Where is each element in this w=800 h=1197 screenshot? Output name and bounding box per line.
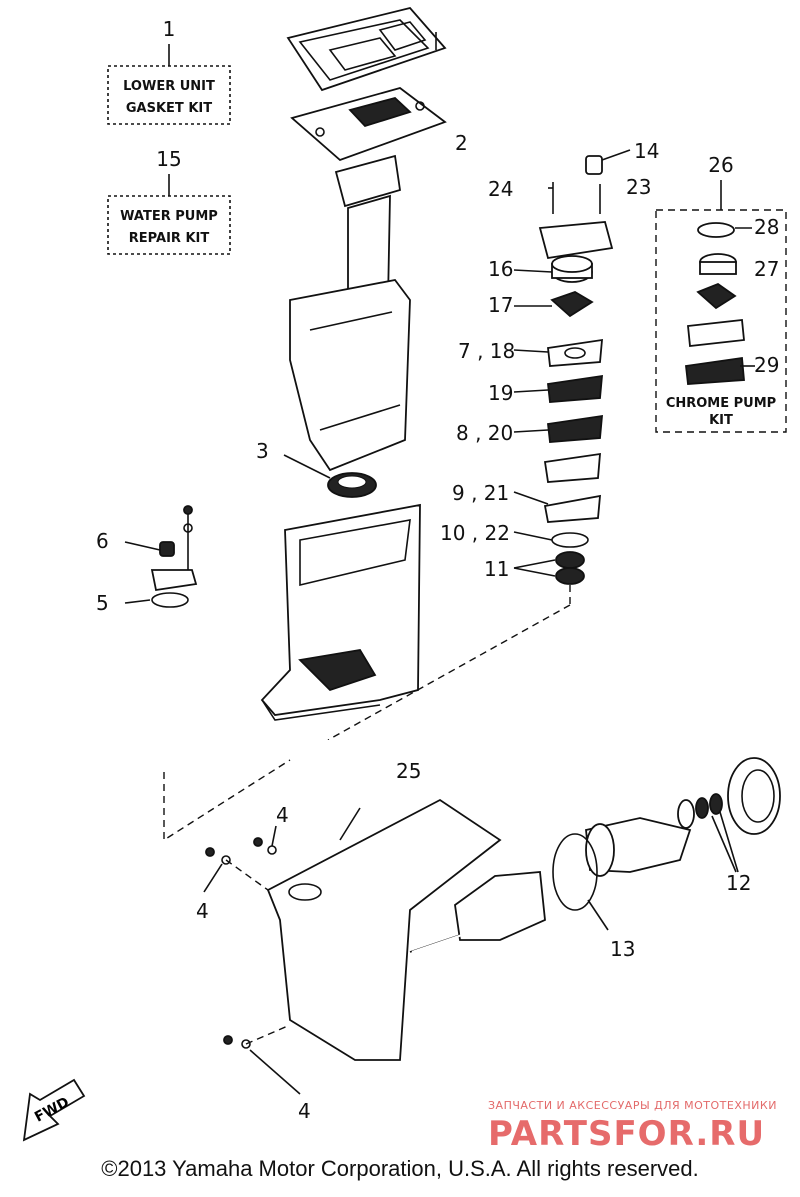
kit-label-repair-kit: REPAIR KIT	[129, 231, 210, 246]
shift-rod-assembly	[124, 505, 198, 772]
exhaust-housing	[260, 503, 421, 721]
callout-6: 6	[96, 529, 109, 553]
callout-28: 28	[754, 215, 779, 239]
callout-16: 16	[488, 257, 513, 281]
callout-9-21: 9 , 21	[452, 481, 509, 505]
kit-label-water-pump: WATER PUMP	[120, 209, 218, 224]
callout-26: 26	[708, 153, 733, 177]
water-pump-stack	[327, 149, 631, 741]
callout-5: 5	[96, 591, 109, 615]
kit-label-kit: KIT	[709, 413, 733, 428]
callout-numbers: 1 2 3 4 4 4 5 6 7 , 18 8 , 20 9 , 21 10 …	[96, 17, 779, 1123]
callout-8-20: 8 , 20	[456, 421, 513, 445]
bolts-4	[203, 825, 301, 1095]
copyright-notice: ©2013 Yamaha Motor Corporation, U.S.A. A…	[101, 1156, 699, 1181]
callout-10-22: 10 , 22	[440, 521, 510, 545]
gasket-top-plate	[286, 6, 447, 92]
grommet-3	[283, 454, 377, 498]
callout-29: 29	[754, 353, 779, 377]
callout-25: 25	[396, 759, 421, 783]
callout-2: 2	[455, 131, 468, 155]
callout-27: 27	[754, 257, 779, 281]
chrome-pump-kit-box: CHROME PUMP KIT	[655, 180, 787, 433]
callout-4-left: 4	[196, 899, 209, 923]
callout-11: 11	[484, 557, 509, 581]
upper-casing	[289, 154, 411, 472]
callout-3: 3	[256, 439, 269, 463]
kit-label-chrome-pump: CHROME PUMP	[666, 396, 776, 411]
callout-15: 15	[156, 147, 181, 171]
callout-4-bottom: 4	[298, 1099, 311, 1123]
kit-label-lower-unit: LOWER UNIT	[123, 79, 215, 94]
callout-1: 1	[163, 17, 176, 41]
callout-12: 12	[726, 871, 751, 895]
callout-24: 24	[488, 177, 513, 201]
propeller-shaft-housing	[409, 757, 781, 953]
callout-7-18: 7 , 18	[458, 339, 515, 363]
driveshaft-and-lower-case	[163, 740, 502, 1061]
gasket-2	[290, 87, 447, 162]
lower-unit-gasket-kit-box: LOWER UNIT GASKET KIT	[107, 44, 231, 125]
callout-14: 14	[634, 139, 659, 163]
callout-4-upper: 4	[276, 803, 289, 827]
fwd-arrow: FWD	[22, 1078, 86, 1142]
watermark-brand: PARTSFOR.RU	[488, 1114, 766, 1154]
kit-label-gasket-kit: GASKET KIT	[126, 101, 212, 116]
callout-23: 23	[626, 175, 651, 199]
callout-19: 19	[488, 381, 513, 405]
watermark-tagline: ЗАПЧАСТИ И АКСЕССУАРЫ ДЛЯ МОТОТЕХНИКИ	[488, 1099, 777, 1112]
callout-13: 13	[610, 937, 635, 961]
water-pump-repair-kit-box: WATER PUMP REPAIR KIT	[107, 174, 231, 255]
callout-17: 17	[488, 293, 513, 317]
chrome-pump-parts	[685, 222, 755, 385]
